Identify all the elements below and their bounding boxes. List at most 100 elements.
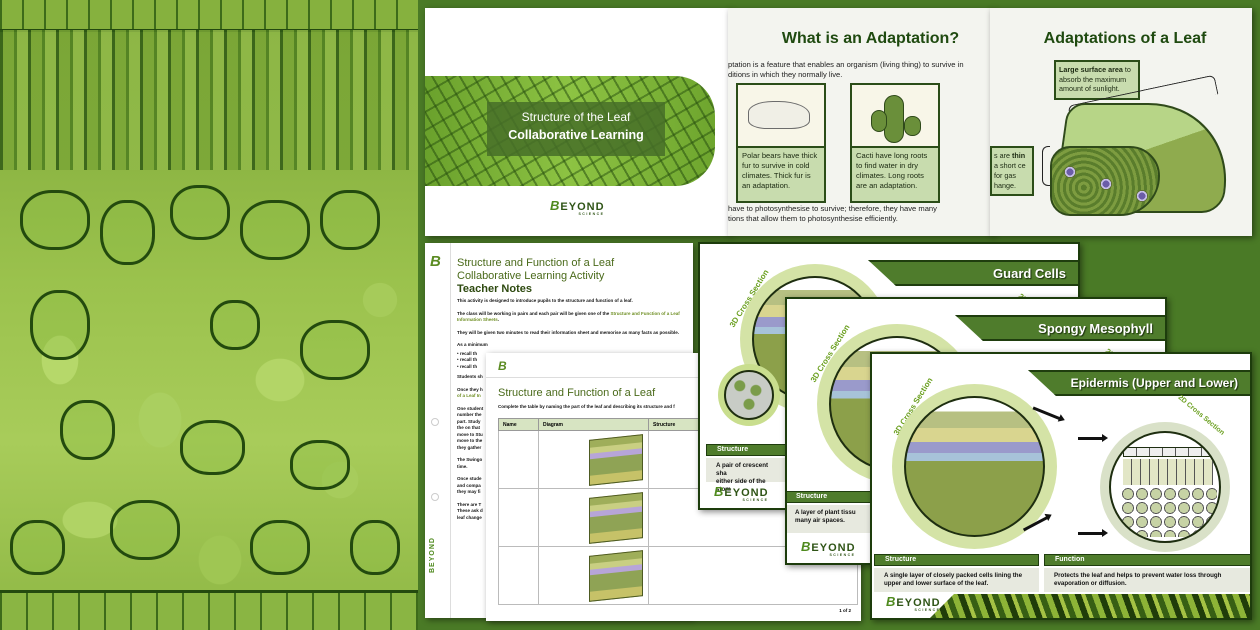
logo-subtext: SCIENCE bbox=[742, 498, 769, 502]
notes-paragraph: This activity is designed to introduce p… bbox=[457, 298, 633, 303]
guard-cells-title: Guard Cells bbox=[993, 266, 1066, 281]
cell bbox=[100, 200, 155, 265]
structure-header: Structure bbox=[787, 491, 875, 503]
info-link[interactable]: of a Leaf In bbox=[457, 393, 481, 398]
stomata-closeup-image bbox=[718, 364, 780, 426]
table-row bbox=[498, 546, 858, 605]
spongy-mesophyll-title-bar: Spongy Mesophyll bbox=[955, 315, 1165, 341]
logo-text: EYOND bbox=[724, 487, 769, 499]
notes-paragraph: One student number the part. Study the o… bbox=[457, 405, 484, 450]
notes-text: . bbox=[497, 317, 500, 322]
notes-paragraph: There are T These ask d leaf change bbox=[457, 501, 483, 520]
cactus-image bbox=[852, 85, 938, 148]
arrow-icon bbox=[1078, 529, 1108, 537]
cell bbox=[240, 200, 310, 260]
vascular-bundle-icon bbox=[1100, 178, 1112, 190]
bullet-text: recall th bbox=[459, 350, 478, 356]
logo-subtext: SCIENCE bbox=[914, 608, 941, 612]
logo-text: EYOND bbox=[896, 597, 941, 609]
epidermis-sheet[interactable]: Epidermis (Upper and Lower) 3D Cross Sec… bbox=[870, 352, 1252, 620]
structure-text: A single layer of closely packed cells l… bbox=[874, 568, 1039, 592]
col-diagram: Diagram bbox=[538, 418, 649, 431]
bullet-text: recall th bbox=[459, 357, 478, 362]
outro-line-2: tions that allow them to photosynthesise… bbox=[728, 214, 898, 223]
leaf-block-diagram-icon bbox=[589, 434, 643, 486]
logo-b-icon: B bbox=[550, 198, 561, 213]
logo-text: EYOND bbox=[811, 542, 856, 554]
logo-b-icon: B bbox=[714, 484, 725, 499]
leaf-cross-section bbox=[1050, 146, 1160, 216]
info-sheets-link[interactable]: Structure and Function of a Leaf Informa… bbox=[457, 310, 680, 323]
thin-rest: a short ce for gas hange. bbox=[994, 161, 1026, 190]
name-cell[interactable] bbox=[498, 546, 539, 605]
adaptation-outro: have to photosynthesise to survive; ther… bbox=[728, 204, 993, 224]
cell bbox=[320, 190, 380, 250]
cross-section-detail bbox=[904, 396, 1045, 537]
polar-bear-caption: Polar bears have thick fur to survive in… bbox=[738, 148, 824, 201]
surface-area-bold: Large surface area bbox=[1059, 65, 1123, 74]
outro-line-1: have to photosynthesise to survive; ther… bbox=[728, 204, 937, 213]
thin-pre: s are bbox=[994, 151, 1012, 160]
intro-line-2: ditions in which they normally live. bbox=[728, 70, 843, 79]
brace-left-icon bbox=[1042, 146, 1050, 186]
vascular-bundle-icon bbox=[1064, 166, 1076, 178]
cell bbox=[350, 520, 400, 575]
epidermis-title-bar: Epidermis (Upper and Lower) bbox=[1028, 370, 1250, 396]
structure-line: either side of the stom bbox=[716, 478, 766, 493]
diagram-cell bbox=[538, 546, 649, 605]
spongy-mesophyll-title: Spongy Mesophyll bbox=[1038, 321, 1153, 336]
guard-cells-title-bar: Guard Cells bbox=[868, 260, 1078, 286]
logo-text: EYOND bbox=[560, 201, 605, 213]
cell bbox=[10, 520, 65, 575]
cell bbox=[250, 520, 310, 575]
spongy-2d-layer bbox=[1121, 487, 1217, 537]
vertical-beyond-logo: BEYOND bbox=[429, 537, 436, 573]
polar-bear-card: Polar bears have thick fur to survive in… bbox=[736, 83, 826, 203]
palisade-2d-layer bbox=[1123, 459, 1213, 485]
notes-bullet: • recall th bbox=[457, 350, 478, 356]
bullet-text: recall th bbox=[459, 363, 478, 369]
arrow-icon bbox=[1078, 434, 1108, 442]
stomata-detail bbox=[724, 370, 774, 420]
leaf-adaptations-slide[interactable]: Adaptations of a Leaf Large surface area… bbox=[990, 8, 1252, 236]
adaptation-slide[interactable]: What is an Adaptation? ptation is a feat… bbox=[728, 8, 993, 236]
cell bbox=[180, 420, 245, 475]
structure-text: A pair of crescent sha either side of th… bbox=[706, 458, 786, 493]
beyond-b-icon: B bbox=[498, 359, 507, 373]
worksheet-instruction: Complete the table by naming the part of… bbox=[498, 404, 675, 409]
punch-hole-icon bbox=[431, 493, 439, 501]
beyond-logo: BEYOND SCIENCE bbox=[550, 198, 605, 216]
notes-title-line-3: Teacher Notes bbox=[457, 283, 532, 295]
title-slide[interactable]: Structure of the Leaf Collaborative Lear… bbox=[425, 8, 730, 236]
leaf-block-diagram-icon bbox=[589, 492, 643, 544]
notes-paragraph: Once stude and compa they may fi bbox=[457, 476, 482, 494]
notes-title-line-1: Structure and Function of a Leaf bbox=[457, 257, 615, 269]
logo-b-icon: B bbox=[801, 539, 812, 554]
cell bbox=[110, 500, 180, 560]
cactus-card: Cacti have long roots to find water in d… bbox=[850, 83, 940, 203]
diagram-cell bbox=[538, 488, 649, 547]
name-cell[interactable] bbox=[498, 488, 539, 547]
worksheet-title: Structure and Function of a Leaf bbox=[498, 387, 656, 399]
structure-line: A layer of plant tissu bbox=[795, 509, 856, 516]
notes-text: Once they h bbox=[457, 386, 483, 392]
title-line-1: Structure of the Leaf bbox=[521, 110, 631, 124]
name-cell[interactable] bbox=[498, 430, 539, 489]
notes-paragraph: They will be given two minutes to read t… bbox=[457, 329, 680, 335]
structure-text: A layer of plant tissu many air spaces. bbox=[787, 505, 875, 533]
upper-epidermis-layer bbox=[0, 0, 418, 32]
leaf-micrograph-image bbox=[0, 0, 418, 630]
surface-area-text: to absorb the maximum amount of sunlight… bbox=[1059, 65, 1131, 93]
notes-bullet: • recall th bbox=[457, 357, 478, 362]
epidermis-2d-layer bbox=[1123, 447, 1213, 457]
function-text: Protects the leaf and helps to prevent w… bbox=[1044, 568, 1250, 592]
notes-title-line-2: Collaborative Learning Activity bbox=[457, 270, 605, 282]
intro-line-1: ptation is a feature that enables an org… bbox=[728, 60, 964, 69]
title-line-2: Collaborative Learning bbox=[508, 128, 644, 142]
3d-cross-section-image bbox=[892, 384, 1057, 549]
title-banner-label: Structure of the Leaf Collaborative Lear… bbox=[487, 102, 665, 156]
notes-paragraph: The Swingo time. bbox=[457, 457, 483, 469]
notes-text: The class will be working in pairs and e… bbox=[457, 310, 611, 316]
